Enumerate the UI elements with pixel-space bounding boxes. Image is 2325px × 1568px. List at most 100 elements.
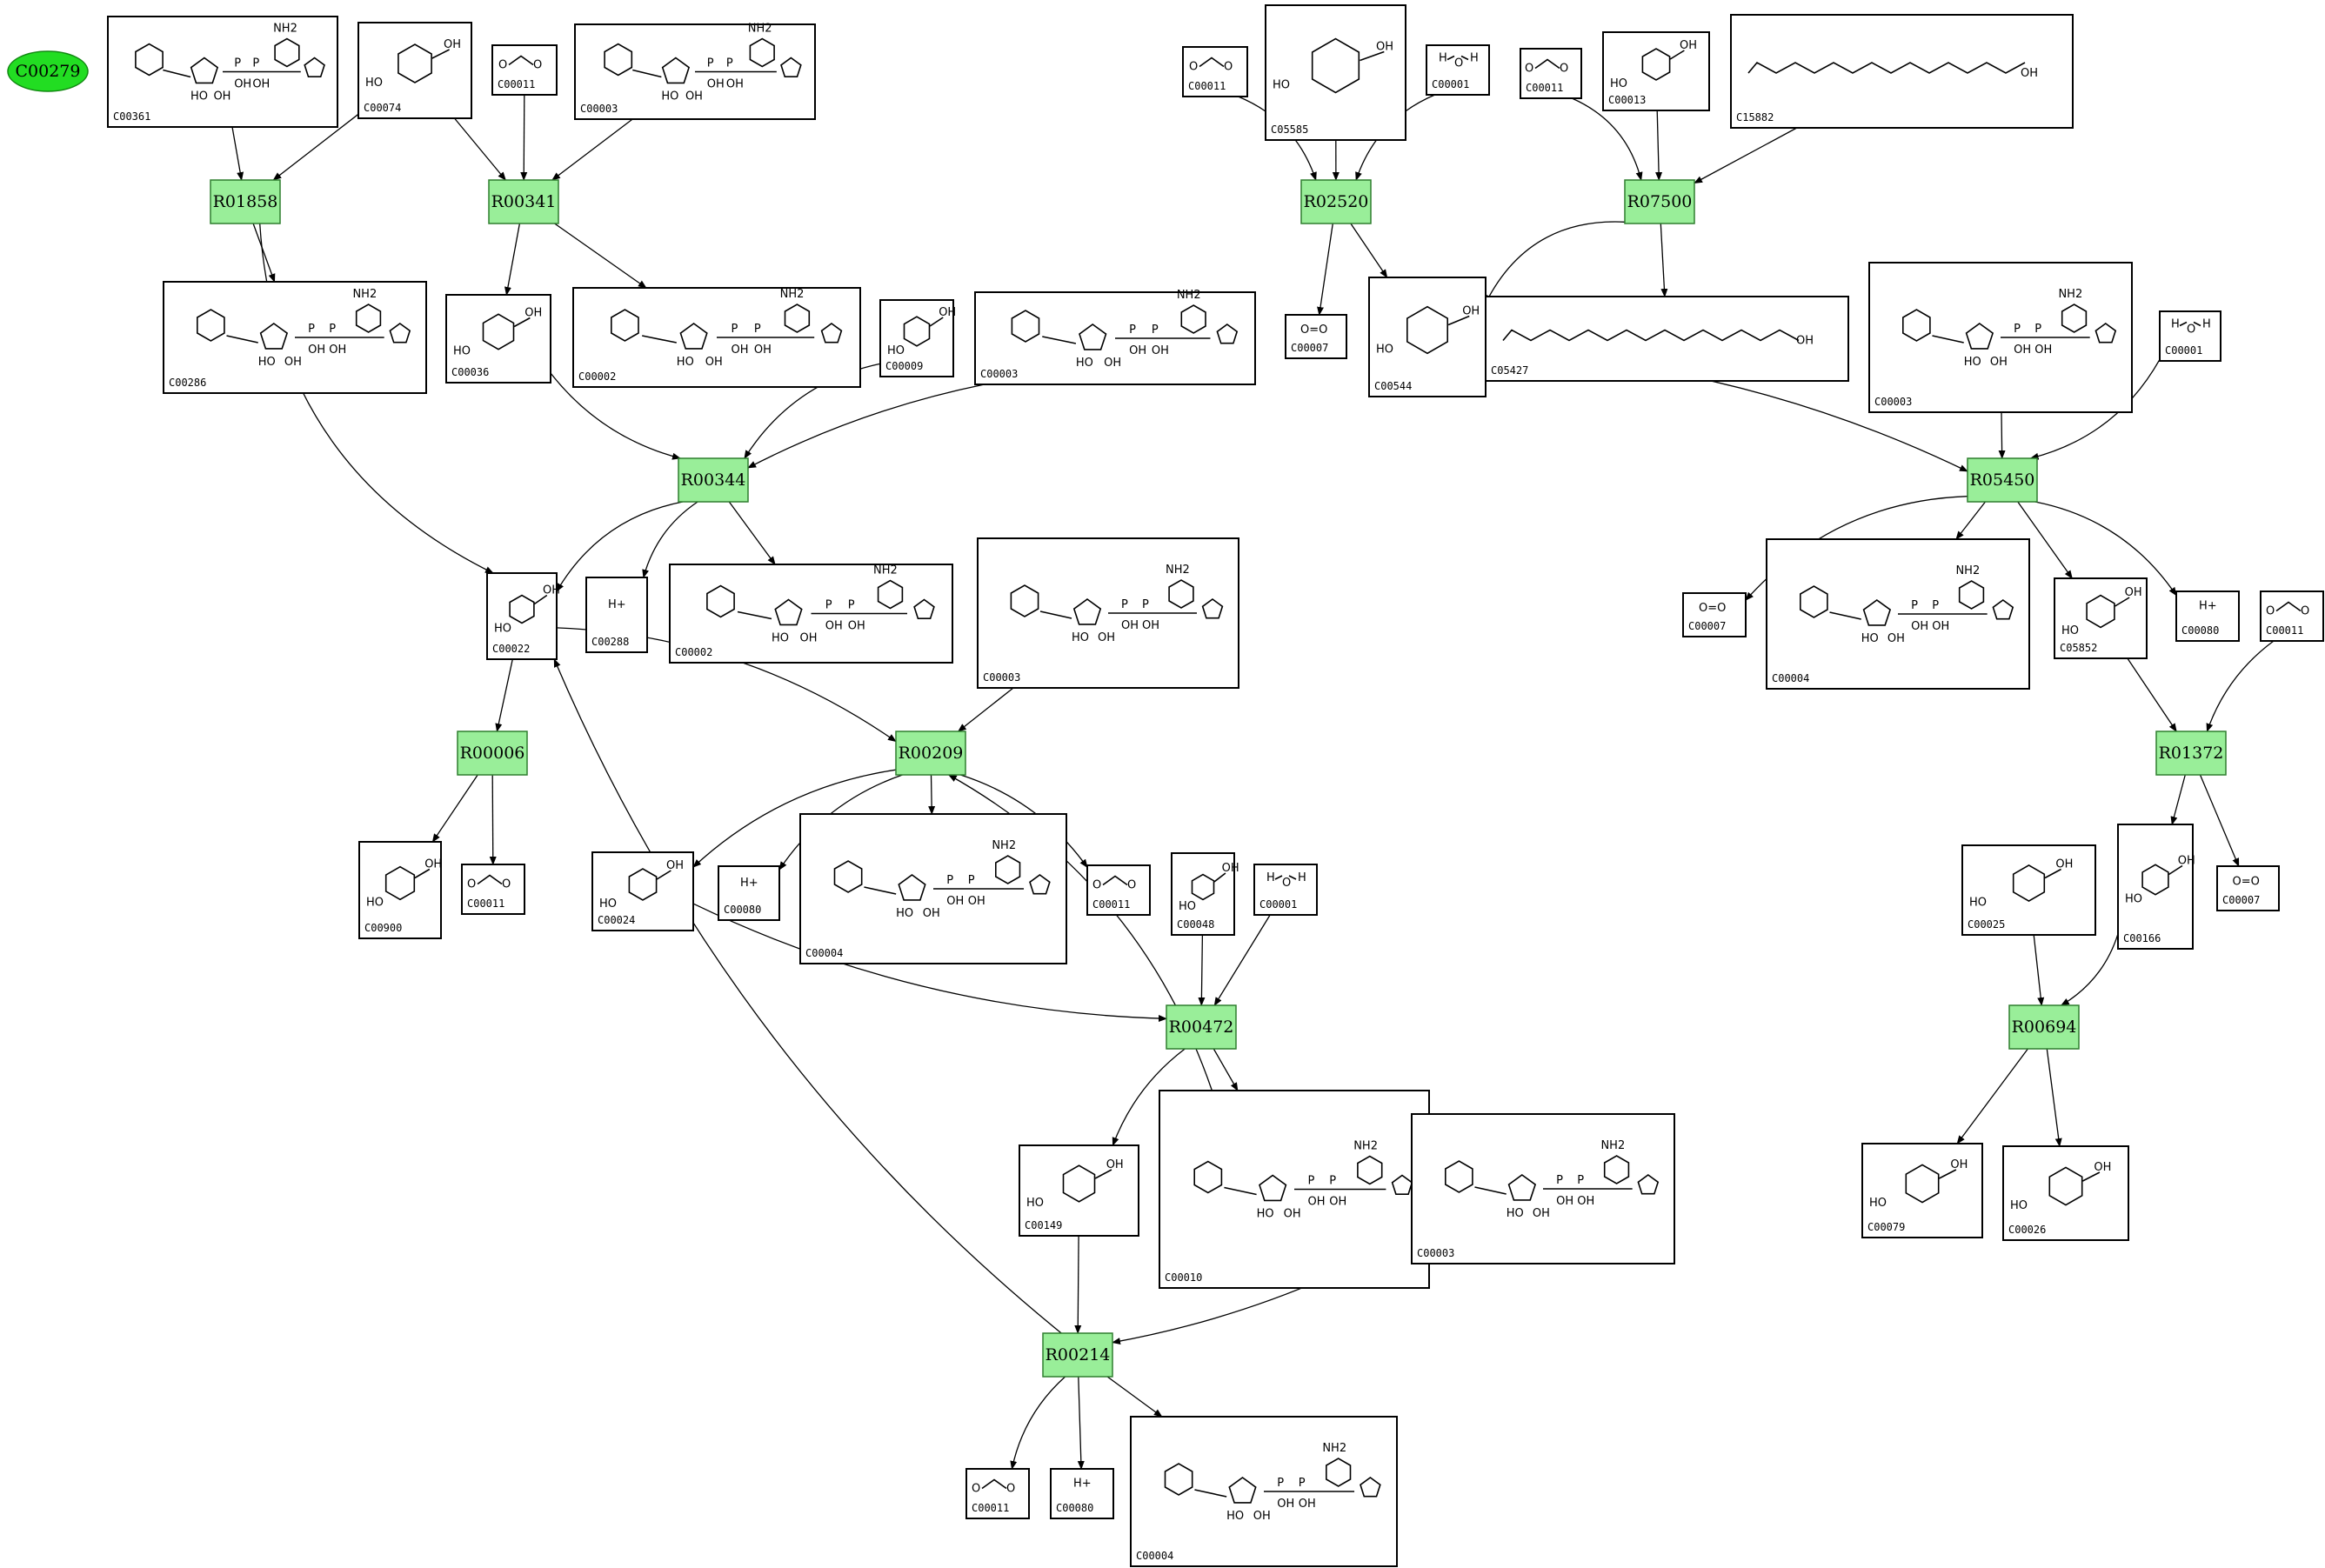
- edge-arrow: [2033, 934, 2045, 1006]
- reaction-node[interactable]: R00006: [457, 731, 528, 776]
- compound-frame: [1485, 296, 1849, 382]
- reaction-node[interactable]: R00472: [1166, 1004, 1237, 1050]
- atom-label: P: [308, 323, 315, 336]
- reaction-node[interactable]: R02520: [1300, 179, 1372, 224]
- reaction-node[interactable]: R05450: [1967, 457, 2038, 503]
- atom-label: O: [2266, 605, 2275, 618]
- atom-label: OH: [2055, 858, 2073, 871]
- compound-frame: [2002, 1145, 2129, 1241]
- atom-label: OH: [1911, 620, 1928, 633]
- reaction-node[interactable]: R00694: [2008, 1004, 2080, 1050]
- compound-frame: [461, 864, 525, 915]
- edge-arrow: [550, 372, 681, 460]
- structure-drawing: H+: [608, 598, 626, 611]
- root-node[interactable]: C00279: [7, 50, 89, 92]
- reaction-node[interactable]: R00344: [678, 457, 749, 503]
- atom-label: OH: [2094, 1161, 2111, 1174]
- atom-label: OH: [726, 78, 744, 91]
- reaction-node[interactable]: R01372: [2155, 731, 2227, 776]
- reaction-id: R05450: [1970, 470, 2035, 490]
- reaction-node[interactable]: R00341: [488, 179, 559, 224]
- compound-frame: [2260, 591, 2324, 642]
- compound-frame: [718, 865, 780, 921]
- atom-label: OH: [1129, 344, 1146, 357]
- atom-label: P: [1121, 598, 1128, 611]
- reaction-node[interactable]: R00214: [1042, 1332, 1113, 1378]
- atom-label: OH: [1222, 862, 1239, 875]
- reaction-box: [1300, 179, 1372, 224]
- compound-id: C00025: [1968, 918, 2005, 931]
- edge-arrow: [2046, 1048, 2062, 1147]
- compound-id: C00011: [972, 1502, 1009, 1514]
- atom-label: OH: [1308, 1196, 1326, 1209]
- reaction-id: R00209: [899, 744, 964, 763]
- atom-label: HO: [772, 632, 789, 645]
- reaction-node[interactable]: R00209: [895, 731, 966, 776]
- atom-label: OH: [329, 344, 346, 357]
- compound-id: C00003: [1874, 396, 1912, 408]
- reaction-id: R00472: [1169, 1018, 1234, 1037]
- reaction-node[interactable]: R01858: [210, 179, 281, 224]
- compound-id: C00080: [2181, 624, 2219, 637]
- reaction-id: R00344: [681, 470, 746, 490]
- reaction-id: R00006: [460, 744, 525, 763]
- atom-label: NH2: [1322, 1442, 1346, 1455]
- atom-label: OH: [685, 90, 703, 103]
- atom-label: P: [968, 874, 975, 887]
- atom-label: OH: [1104, 357, 1121, 370]
- atom-label: O: [2301, 605, 2309, 618]
- reaction-node[interactable]: R07500: [1624, 179, 1695, 224]
- compound-frame: [1602, 31, 1710, 111]
